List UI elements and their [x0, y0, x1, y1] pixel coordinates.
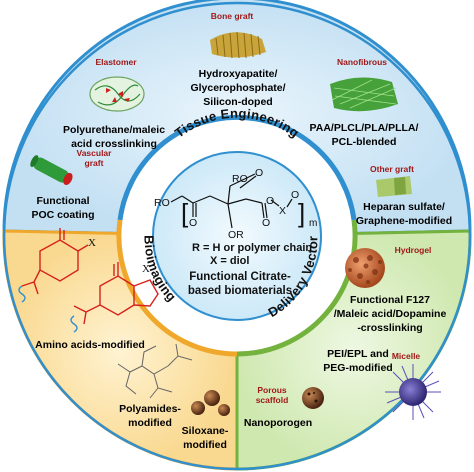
inner-ring-green: [236, 219, 358, 357]
vascular-tag-line1: Vascular: [77, 148, 113, 158]
inner-ring-blue: [117, 114, 357, 221]
polyamide-network-image: [117, 343, 193, 399]
bioimaging-molecule-right: [70, 262, 159, 333]
elastomer-line1: Polyurethane/maleic: [63, 124, 165, 136]
bio-x-left: X: [88, 237, 96, 249]
nanofibrous-tag: Nanofibrous: [337, 57, 387, 67]
formula-ro-left: RO: [154, 197, 170, 209]
center-disc: [152, 151, 322, 321]
bone-graft-tag: Bone graft: [211, 11, 254, 21]
porous-tag-line1: Porous: [257, 385, 287, 395]
formula-or-bottom: OR: [228, 229, 244, 241]
hydrogel-tag: Hydrogel: [395, 245, 432, 255]
subscript-m: m: [309, 218, 317, 229]
siloxane-line2: modified: [183, 439, 227, 451]
inner-ring-orange: [116, 219, 238, 357]
bone-graft-image: [210, 31, 266, 59]
hydrogel-line2: /Maleic acid/Dopamine: [334, 308, 447, 320]
other-graft-line2: Graphene-modified: [356, 215, 452, 227]
bone-graft-line3: Silicon-doped: [203, 96, 272, 108]
vascular-line1: Functional: [36, 195, 89, 207]
vascular-tag-line2: graft: [85, 158, 104, 168]
hydrogel-line3: -crosslinking: [357, 322, 422, 334]
micelle-line1: PEI/EPL and: [327, 348, 389, 360]
siloxane-spheres-image: [191, 390, 230, 416]
legend-line-r: R = H or polymer chain: [192, 242, 312, 254]
elastomer-image: [89, 76, 145, 112]
inner-ring: [116, 114, 358, 357]
caption-line2: based biomaterials: [188, 285, 292, 297]
citrate-formula: [ ] m RO RO OR O O O O X O R =: [154, 167, 317, 297]
bioimaging-molecule-left: [18, 228, 89, 303]
siloxane-line1: Siloxane-: [182, 425, 229, 437]
vascular-line2: POC coating: [31, 209, 94, 221]
bio-x-right: X: [142, 263, 150, 275]
micelle-line2: PEG-modified: [323, 362, 392, 374]
micelle-tag: Micelle: [392, 351, 421, 361]
elastomer-tag: Elastomer: [95, 57, 137, 67]
elastomer-line2: acid crosslinking: [71, 138, 157, 150]
formula-o-a: O: [189, 217, 197, 229]
other-graft-image: [376, 176, 412, 197]
nanofibrous-line2: PCL-blended: [332, 136, 397, 148]
other-graft-tag: Other graft: [370, 164, 414, 174]
formula-o-chain: O: [266, 195, 274, 207]
formula-bonds: [170, 173, 293, 229]
porous-scaffold-image: [302, 387, 324, 409]
micelle-image: [385, 364, 441, 420]
formula-o-end: O: [291, 189, 299, 201]
bracket-left: [: [181, 198, 189, 228]
caption-line1: Functional Citrate-: [189, 271, 291, 283]
legend-line-x: X = diol: [210, 255, 249, 267]
hydrogel-image: [345, 248, 385, 288]
amino-acids-label: Amino acids-modified: [35, 339, 145, 351]
formula-o-c: O: [262, 217, 270, 229]
vascular-graft-image: [30, 155, 73, 185]
formula-x: X: [279, 205, 286, 217]
nanofibrous-line1: PAA/PLCL/PLA/PLLA/: [310, 122, 419, 134]
porous-tag-line2: scaffold: [256, 395, 289, 405]
polyamides-line2: modified: [128, 417, 172, 429]
other-graft-line1: Heparan sulfate/: [363, 201, 445, 213]
formula-ro-top: RO: [232, 173, 248, 185]
bracket-right: ]: [298, 198, 305, 228]
bone-graft-line2: Glycerophosphate/: [190, 82, 285, 94]
formula-o-b: O: [255, 167, 263, 179]
polyamides-line1: Polyamides-: [119, 403, 181, 415]
bone-graft-line1: Hydroxyapatite/: [199, 68, 278, 80]
nanofibrous-image: [330, 77, 398, 112]
nanoporogen-label: Nanoporogen: [244, 417, 312, 429]
hydrogel-line1: Functional F127: [350, 294, 430, 306]
